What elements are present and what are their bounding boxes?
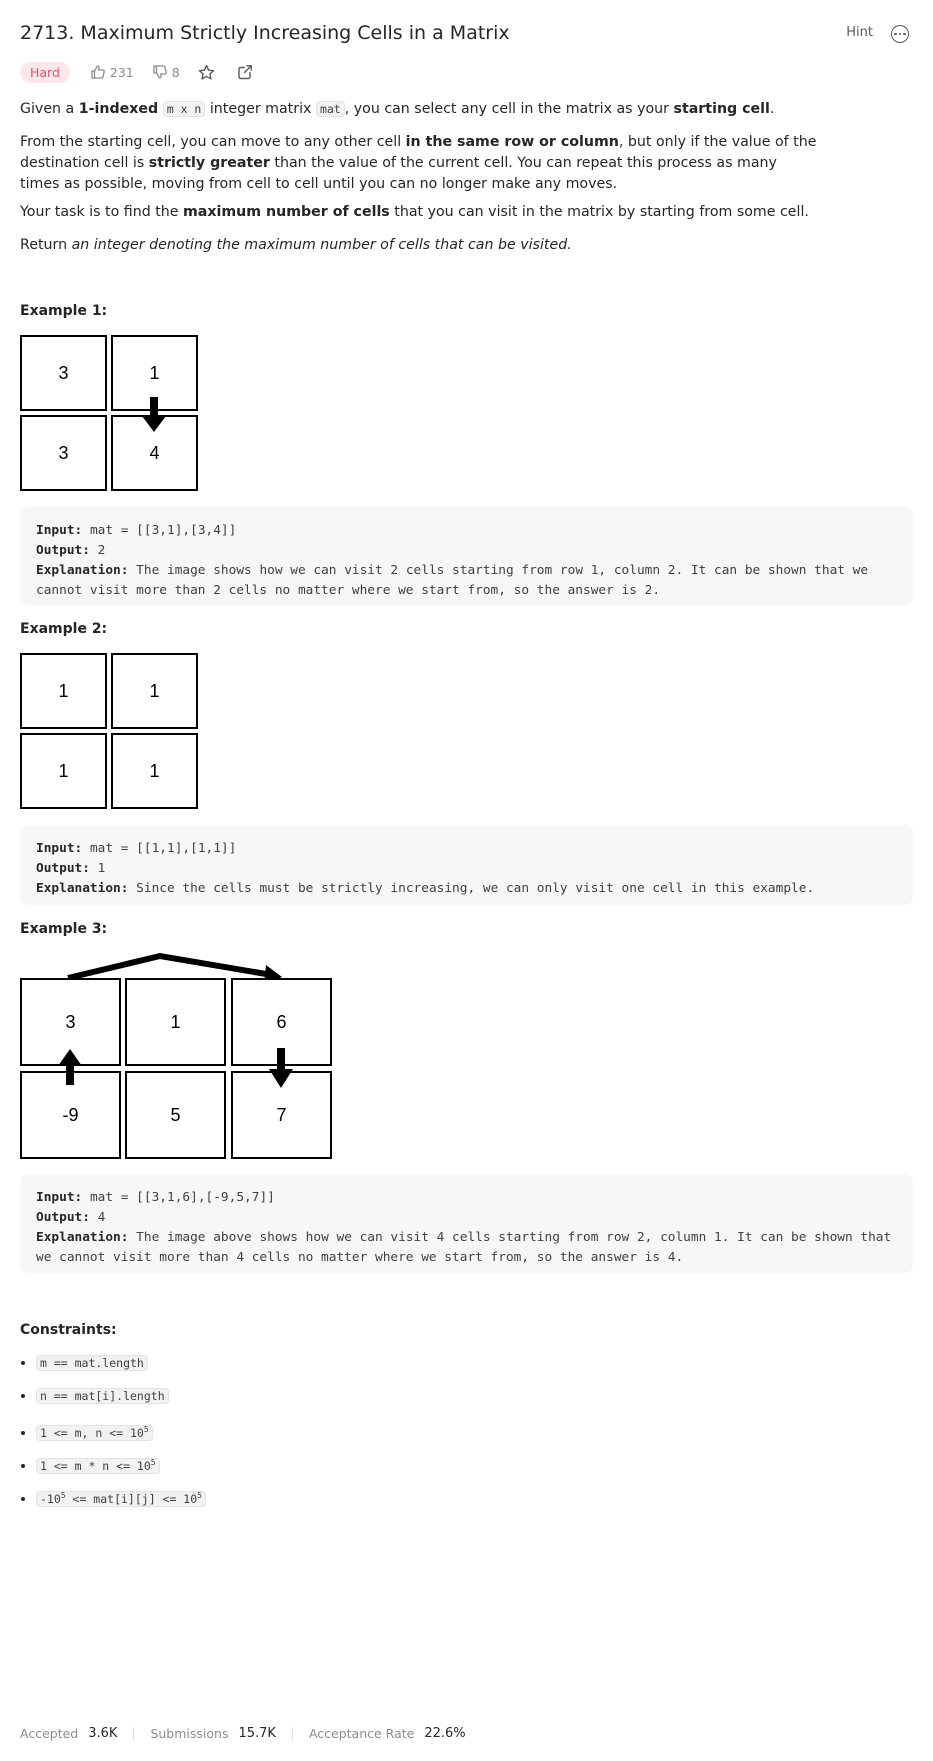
example-heading: Example 1:: [20, 303, 108, 319]
problem-title: 2713. Maximum Strictly Increasing Cells …: [20, 22, 510, 44]
constraint-item: n == mat[i].length: [36, 1386, 913, 1419]
arrow-down-icon: [269, 1048, 293, 1088]
example-code-block: Input: mat = [[3,1,6],[-9,5,7]] Output: …: [20, 1174, 913, 1273]
like-button[interactable]: 231: [90, 64, 134, 80]
matrix-cell: 1: [125, 978, 226, 1066]
matrix-cell: 3: [20, 415, 107, 491]
description-paragraph: Your task is to find the maximum number …: [20, 204, 809, 220]
accepted-value: 3.6K: [88, 1726, 118, 1741]
example-code-block: Input: mat = [[1,1],[1,1]] Output: 1 Exp…: [20, 825, 913, 905]
matrix-cell: 3: [20, 978, 121, 1066]
constraint-item: 1 <= m * n <= 105: [36, 1452, 913, 1485]
difficulty-badge: Hard: [20, 61, 70, 83]
more-icon[interactable]: [891, 25, 909, 43]
submissions-label: Submissions: [150, 1726, 229, 1741]
example-heading: Example 2:: [20, 621, 108, 637]
arrow-up-icon: [58, 1049, 82, 1085]
divider: [291, 1726, 293, 1741]
acceptance-rate-value: 22.6%: [424, 1726, 466, 1741]
share-icon: [238, 65, 252, 80]
matrix-cell: 1: [111, 733, 198, 809]
matrix-cell: 1: [20, 653, 107, 729]
description-paragraph: Return an integer denoting the maximum n…: [20, 237, 572, 253]
favorite-button[interactable]: [198, 64, 215, 81]
description-paragraph: Given a 1-indexed m x n integer matrix m…: [20, 101, 775, 117]
matrix-cell: 1: [111, 653, 198, 729]
matrix-cell: 3: [20, 335, 107, 411]
constraint-item: -105 <= mat[i][j] <= 105: [36, 1485, 913, 1518]
constraint-item: 1 <= m, n <= 105: [36, 1419, 913, 1452]
accepted-label: Accepted: [20, 1726, 79, 1741]
matrix-cell: 1: [20, 733, 107, 809]
problem-header: 2713. Maximum Strictly Increasing Cells …: [20, 22, 913, 46]
divider: [133, 1726, 135, 1741]
example-code-block: Input: mat = [[3,1],[3,4]] Output: 2 Exp…: [20, 507, 913, 605]
like-count: 231: [109, 64, 134, 80]
thumbs-down-icon: [153, 65, 167, 79]
constraint-item: m == mat.length: [36, 1353, 913, 1386]
star-icon: [198, 64, 214, 80]
example-heading: Example 3:: [20, 921, 108, 937]
submissions-value: 15.7K: [238, 1726, 276, 1741]
share-button[interactable]: [237, 64, 253, 80]
dislike-button[interactable]: 8: [152, 64, 180, 80]
arrow-down-icon: [142, 397, 166, 432]
submission-stats: Accepted 3.6K Submissions 15.7K Acceptan…: [20, 1726, 466, 1741]
problem-meta: Hard 231 8: [20, 60, 275, 84]
thumbs-up-icon: [91, 65, 105, 79]
constraints-list: m == mat.length n == mat[i].length 1 <= …: [20, 1353, 913, 1518]
acceptance-rate-label: Acceptance Rate: [308, 1726, 415, 1741]
hint-button[interactable]: Hint: [846, 25, 873, 40]
constraints-heading: Constraints:: [20, 1322, 117, 1338]
dislike-count: 8: [171, 64, 180, 80]
matrix-cell: 5: [125, 1071, 226, 1159]
description-paragraph: From the starting cell, you can move to …: [20, 134, 817, 192]
